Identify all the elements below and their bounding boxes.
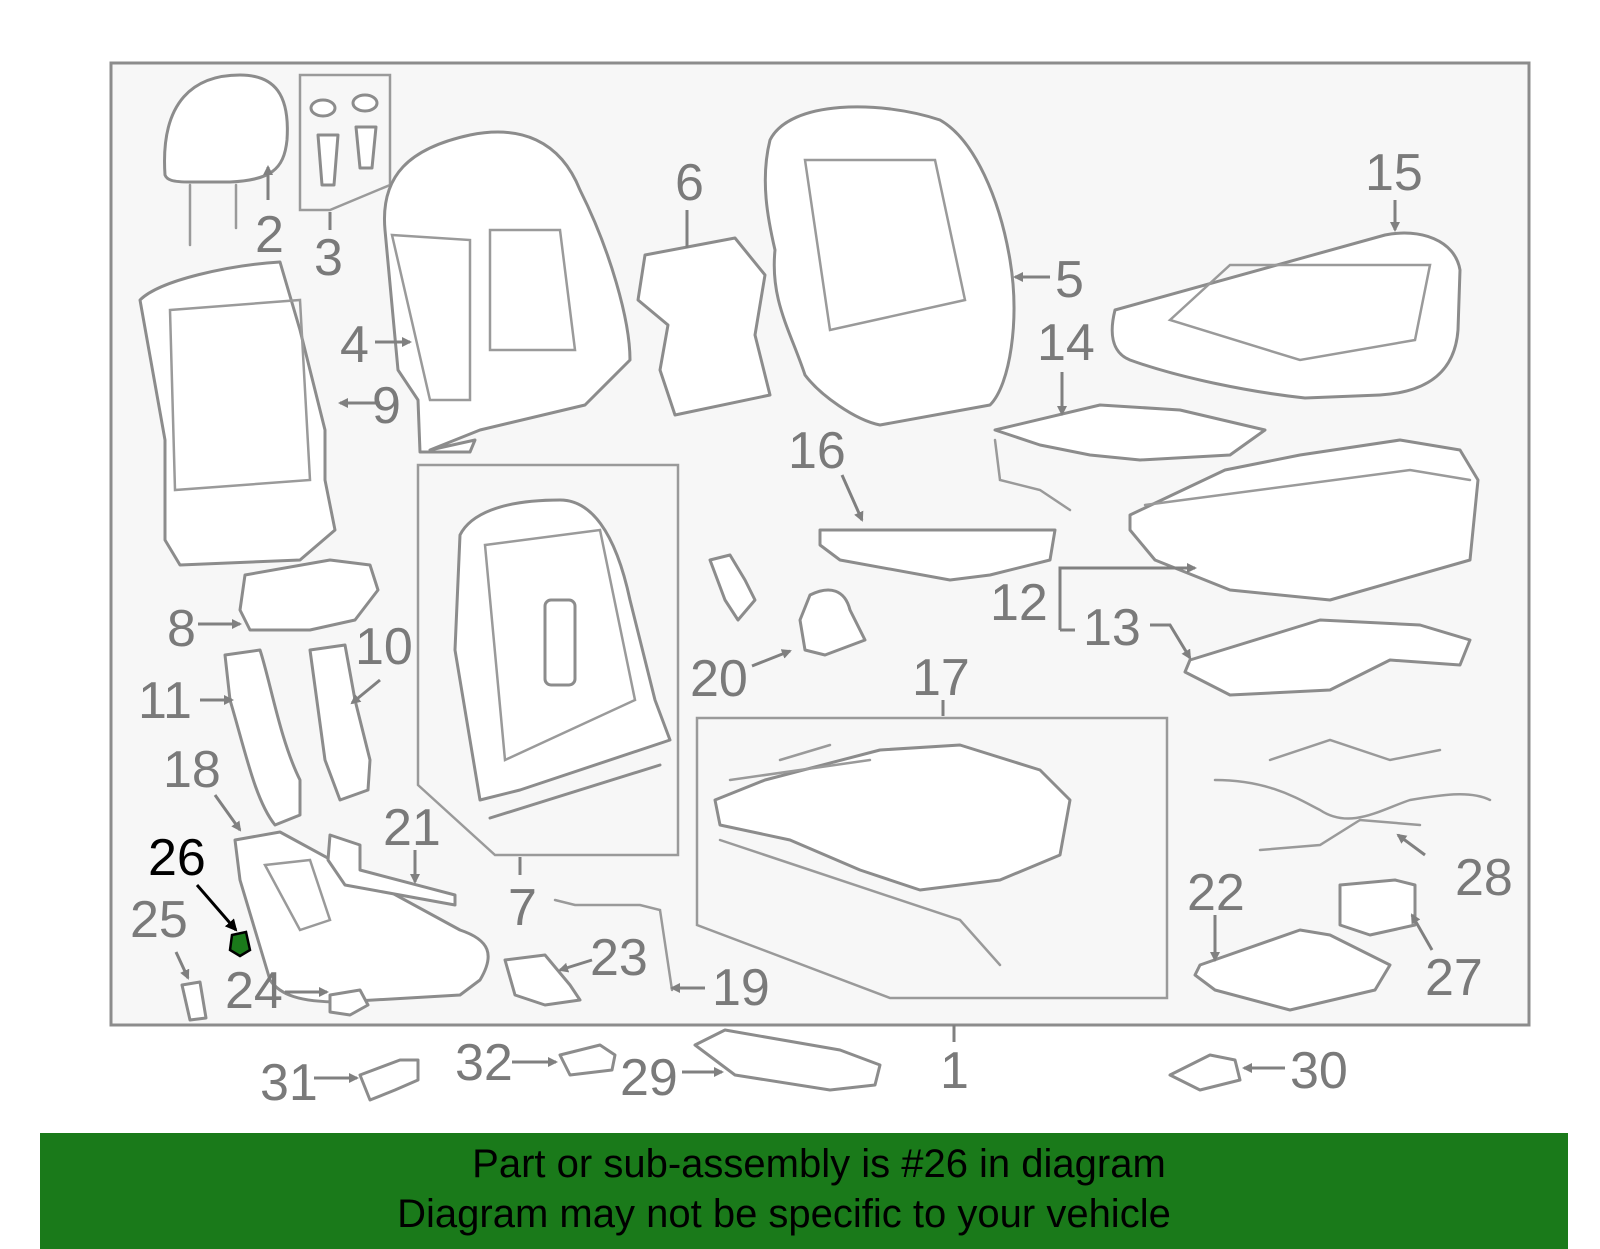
cushion-bracket-part: [1193, 928, 1392, 1012]
trim-clip-part-31: [358, 1058, 420, 1102]
release-rod-part: [553, 898, 674, 992]
lumbar-pad-part: [636, 236, 772, 417]
label-23: 23: [590, 929, 648, 987]
label-2: 2: [255, 206, 284, 264]
trim-clip-part-32: [558, 1043, 617, 1077]
label-4: 4: [340, 316, 369, 374]
seatback-cover-part: [763, 105, 1016, 427]
label-12: 12: [990, 574, 1048, 632]
headrest-part: [163, 73, 289, 247]
label-20: 20: [690, 650, 748, 708]
button-part: [328, 988, 370, 1017]
leader-lines: [174, 165, 1434, 1083]
banner-line-1: Part or sub-assembly is #26 in diagram: [472, 1142, 1166, 1186]
label-17: 17: [912, 649, 970, 707]
switch-module-part: [238, 558, 380, 632]
seatback-frame-part: [453, 498, 672, 820]
seat-suspension-part: [818, 528, 1057, 582]
bracket-part: [708, 553, 757, 622]
group-17-frame: [695, 716, 1169, 1000]
recliner-bracket-part: [503, 953, 582, 1007]
label-29: 29: [620, 1049, 678, 1107]
seat-pan-shield-part: [1183, 618, 1472, 697]
label-30: 30: [1290, 1042, 1348, 1100]
label-25: 25: [130, 891, 188, 949]
seat-heater-mat-part: [993, 403, 1267, 462]
label-32: 32: [455, 1034, 513, 1092]
group-7-frame: [416, 463, 680, 857]
label-24: 24: [225, 962, 283, 1020]
label-9: 9: [372, 377, 401, 435]
part-labels: 1 2 3 4 5 6 7 8 9 10 11 12 13 14 15 16 1…: [130, 144, 1513, 1112]
label-19: 19: [712, 959, 770, 1017]
label-15: 15: [1365, 144, 1423, 202]
recliner-cover-part: [798, 588, 867, 657]
label-21: 21: [383, 799, 441, 857]
highlighted-part-26: [228, 930, 252, 958]
wiring-harness-part: [1213, 738, 1492, 852]
seat-cushion-pad-part: [1128, 438, 1480, 602]
headrest-guides-part: [309, 93, 379, 187]
trim-panel-part-29: [693, 1028, 882, 1092]
side-shield-part: [233, 830, 490, 1004]
label-7: 7: [508, 879, 537, 937]
label-13: 13: [1083, 599, 1141, 657]
label-27: 27: [1425, 949, 1483, 1007]
seat-cushion-cover-part: [1110, 231, 1462, 400]
side-shield-bezel-part: [263, 858, 332, 932]
info-banner: Part or sub-assembly is #26 in diagram D…: [40, 1133, 1568, 1249]
label-8: 8: [167, 600, 196, 658]
banner-line-2: Diagram may not be specific to your vehi…: [397, 1192, 1171, 1236]
clip-part-30: [1168, 1053, 1242, 1092]
airbag-module-part: [1338, 878, 1417, 937]
label-14: 14: [1037, 314, 1095, 372]
label-16: 16: [788, 422, 846, 480]
label-10: 10: [355, 618, 413, 676]
seatback-back-panel-part: [382, 130, 632, 454]
label-22: 22: [1187, 864, 1245, 922]
label-3: 3: [314, 229, 343, 287]
label-1: 1: [940, 1042, 969, 1100]
label-6: 6: [675, 154, 704, 212]
seat-adjuster-part: [713, 743, 1072, 967]
label-5: 5: [1055, 251, 1084, 309]
label-28: 28: [1455, 849, 1513, 907]
label-18: 18: [163, 741, 221, 799]
side-trim-inner-part: [308, 643, 372, 802]
seatback-frame-panel-part: [138, 260, 337, 567]
label-11: 11: [138, 672, 192, 730]
side-trim-outer-part: [223, 648, 302, 827]
group-3-frame: [298, 73, 392, 212]
side-trim-strip-part: [326, 833, 457, 907]
label-26-highlighted: 26: [148, 829, 206, 887]
knob-part: [180, 980, 208, 1022]
label-31: 31: [260, 1054, 318, 1112]
